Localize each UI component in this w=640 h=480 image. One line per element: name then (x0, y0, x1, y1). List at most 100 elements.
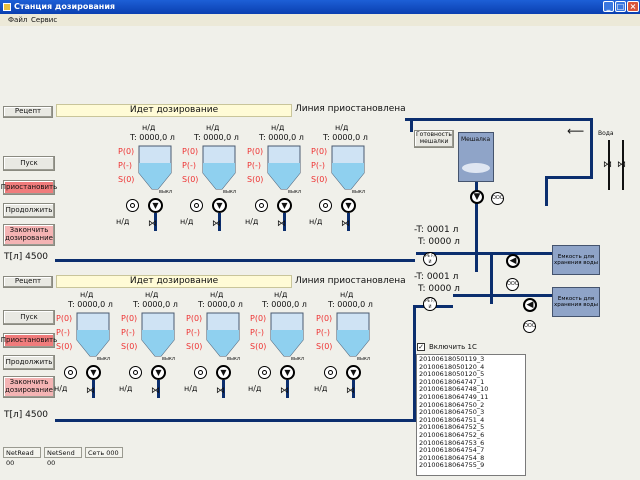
water-tank-1: Емкость для хранения воды (552, 245, 600, 275)
recipe-button-1[interactable]: Рецепт (3, 106, 53, 118)
valve-icon[interactable]: ⋈ (216, 386, 225, 396)
list-item[interactable]: 20100618050120_4 (419, 362, 485, 371)
resume-button-2[interactable]: Продолжить (3, 355, 55, 370)
pump-icon[interactable]: ▼ (151, 365, 166, 380)
start-button-2[interactable]: Пуск (3, 310, 55, 325)
maximize-button[interactable]: □ (615, 1, 626, 12)
menu-service[interactable]: Сервис (31, 16, 58, 24)
close-button[interactable]: × (627, 1, 639, 12)
menu-file[interactable]: Файл (8, 16, 28, 24)
enable-1c-checkbox[interactable]: ✓ (417, 343, 425, 351)
start-button-1[interactable]: Пуск (3, 156, 55, 171)
doser-p0: P(0) (247, 147, 264, 156)
list-item[interactable]: 20100618050120_5 (419, 370, 485, 379)
valve-icon[interactable]: ⋈ (346, 386, 355, 396)
minimize-button[interactable]: _ (603, 1, 614, 12)
list-item[interactable]: 20100618064747_1 (419, 377, 485, 386)
doser-vykl: выкл (162, 356, 176, 362)
doser-bottom-nd: н/д (314, 384, 328, 393)
mixer-pump-icon[interactable]: ▼ (470, 190, 484, 204)
motor-icon[interactable] (255, 199, 268, 212)
motor-icon[interactable] (126, 199, 139, 212)
doser-volume: T: 0000,0 л (133, 300, 178, 309)
recipe-button-2[interactable]: Рецепт (3, 276, 53, 288)
hopper-icon (267, 145, 301, 190)
pump-icon[interactable]: ▼ (212, 198, 227, 213)
doser-volume: T: 0000,0 л (198, 300, 243, 309)
doser-nd: н/д (142, 123, 156, 132)
tank2-pipe (453, 294, 552, 297)
pause-button-1[interactable]: Приостановить (1, 180, 57, 195)
doser-pm: P(-) (121, 328, 135, 337)
pump-icon[interactable]: ▼ (148, 198, 163, 213)
doser-pm: P(-) (247, 161, 261, 170)
net-send-status: NetSend 00 (44, 447, 82, 467)
list-item[interactable]: 20100618064754_8 (419, 453, 485, 462)
pump-icon[interactable]: ▼ (216, 365, 231, 380)
doser-s0: S(0) (250, 342, 267, 351)
doser-bottom-nd: н/д (309, 217, 323, 226)
doser-volume: T: 0000,0 л (259, 133, 304, 142)
mixer-ready-button[interactable]: Готовность мешалки (414, 130, 454, 148)
list-item[interactable]: 20100618064750_3 (419, 408, 485, 417)
hopper-icon (331, 145, 365, 190)
list-item[interactable]: 20100618064753_6 (419, 438, 485, 447)
finish-button-2[interactable]: Закончить дозирование (3, 376, 55, 398)
doser-vykl: выкл (227, 356, 241, 362)
doser-volume: T: 0000,0 л (194, 133, 239, 142)
valve-icon[interactable]: ⋈ (212, 219, 221, 229)
pump-icon[interactable]: ▼ (280, 365, 295, 380)
motor-icon[interactable] (324, 366, 337, 379)
list-item[interactable]: 20100618064755_9 (419, 461, 485, 470)
list-item[interactable]: 20100618064750_2 (419, 400, 485, 409)
flow-arrow-left-icon: ⟵ (567, 124, 585, 138)
pause-button-2[interactable]: Приостановить (1, 333, 57, 348)
list-item[interactable]: 20100618064752_5 (419, 423, 485, 432)
valve-icon[interactable]: ⋈ (341, 219, 350, 229)
doser-s0: S(0) (182, 175, 199, 184)
doser-volume: T: 0000,0 л (130, 133, 175, 142)
pump-icon[interactable]: ▼ (277, 198, 292, 213)
motor-icon[interactable] (194, 366, 207, 379)
motor-icon[interactable] (319, 199, 332, 212)
doser-pipe (222, 380, 225, 398)
pump-icon-2[interactable]: ◀ (523, 298, 537, 312)
valve-icon[interactable]: ⋈ (151, 386, 160, 396)
title-bar: Станция дозирования _ □ × (0, 0, 640, 14)
motor-icon[interactable] (64, 366, 77, 379)
list-item[interactable]: 20100618064749_11 (419, 392, 489, 401)
motor-icon-1[interactable]: ООО (506, 278, 519, 291)
pump-icon[interactable]: ▼ (341, 198, 356, 213)
motor-icon[interactable] (258, 366, 271, 379)
main-pipe-2 (55, 419, 415, 422)
mixer-tank: Мешалка (458, 132, 494, 182)
dosing-status-1: Идет дозирование (56, 104, 292, 117)
valve-icon[interactable]: ⋈ (86, 386, 95, 396)
list-item[interactable]: 20100618064748_10 (419, 385, 489, 394)
line-status-1: Линия приостановлена (295, 104, 406, 114)
doser-pm: P(-) (250, 328, 264, 337)
pump-icon-1[interactable]: ◀ (506, 254, 520, 268)
motor-icon-2[interactable]: ООО (523, 320, 536, 333)
finish-button-1[interactable]: Закончить дозирование (3, 224, 55, 246)
pump-icon[interactable]: ▼ (346, 365, 361, 380)
list-item[interactable]: 20100618050119_3 (419, 355, 485, 363)
valve-icon[interactable]: ⋈ (277, 219, 286, 229)
list-item[interactable]: 20100618064754_7 (419, 446, 485, 455)
mixer-motor-icon[interactable]: ООО (491, 192, 504, 205)
list-item[interactable]: 20100618064751_4 (419, 415, 485, 424)
motor-icon[interactable] (129, 366, 142, 379)
resume-button-1[interactable]: Продолжить (3, 203, 55, 218)
flow2-t: -T: 0001 л (414, 272, 459, 282)
pe2-meter: PE F/И (423, 297, 437, 311)
doser-s0: S(0) (247, 175, 264, 184)
doser-bottom-nd: н/д (248, 384, 262, 393)
pump-icon[interactable]: ▼ (86, 365, 101, 380)
valve-icon[interactable]: ⋈ (148, 219, 157, 229)
motor-icon[interactable] (190, 199, 203, 212)
valve-icon[interactable]: ⋈ (280, 386, 289, 396)
list-item[interactable]: 20100618064752_6 (419, 430, 485, 439)
